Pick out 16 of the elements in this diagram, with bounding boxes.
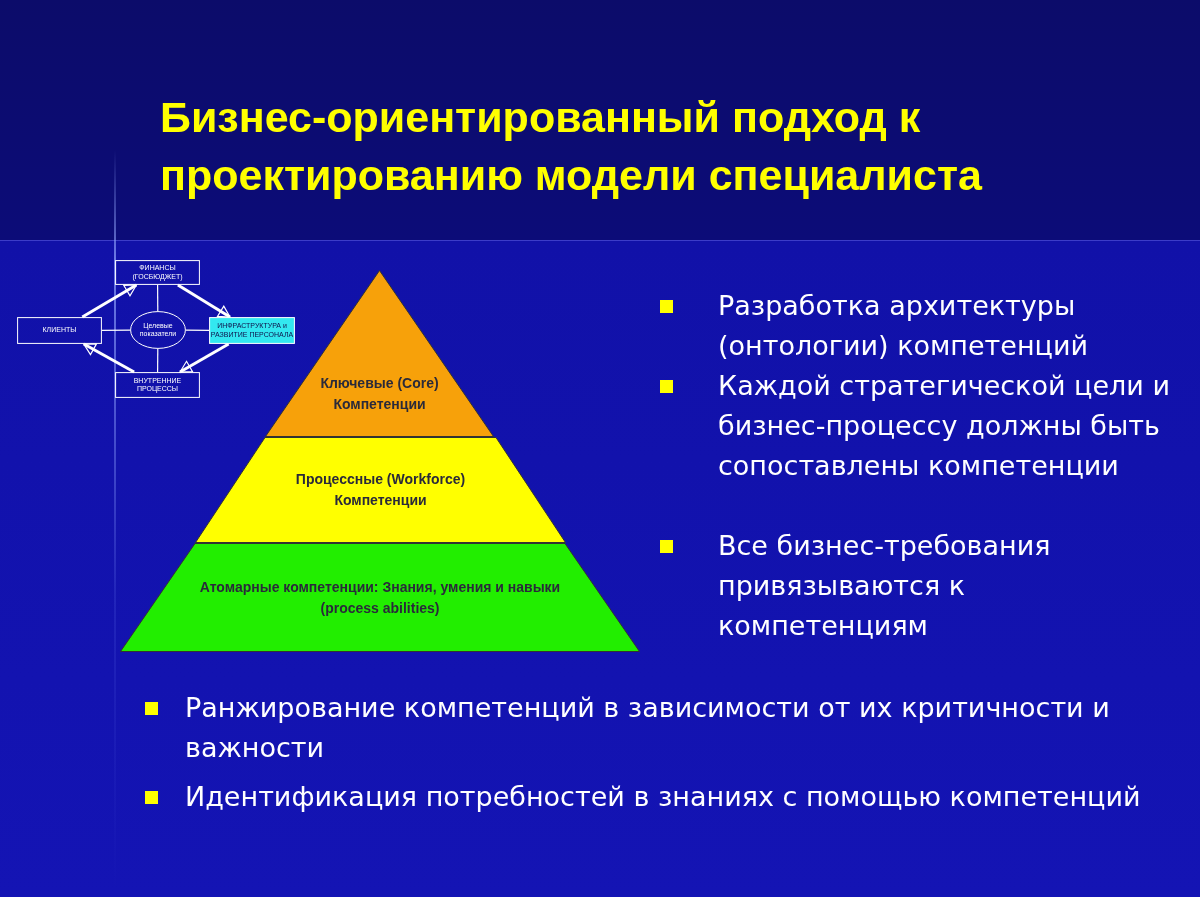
connector-line	[185, 329, 210, 331]
pyramid-base-tier: Атомарные компетенции: Знания, умения и навыки (process abilities)	[120, 543, 640, 652]
arrow	[81, 283, 138, 319]
bullet-text: Все бизнес-требования привязываются к компетенциям	[718, 529, 1052, 643]
arrow	[83, 342, 135, 374]
bullet-text: Идентификация потребностей в знаниях с помощью компетенций	[185, 780, 1142, 814]
pyramid-middle-tier: Процессные (Workforce) Компетенции	[195, 437, 566, 543]
bullet-text: Ранжирование компетенций в зависимости от их критичности и важности	[185, 691, 1111, 765]
arrow	[179, 342, 230, 374]
bullet-text: Каждой стратегической цели и бизнес-процессу должны быть сопоставлены компетенции	[718, 369, 1171, 483]
slide-title: Бизнес-ориентированный подход к проектированию модели специалиста	[160, 92, 984, 201]
arrow	[177, 283, 231, 319]
connector-line	[101, 329, 131, 331]
connector-line	[157, 348, 159, 373]
bullet-text: Разработка архитектуры (онтологии) компетенций	[718, 289, 1090, 363]
connector-line	[157, 284, 159, 312]
